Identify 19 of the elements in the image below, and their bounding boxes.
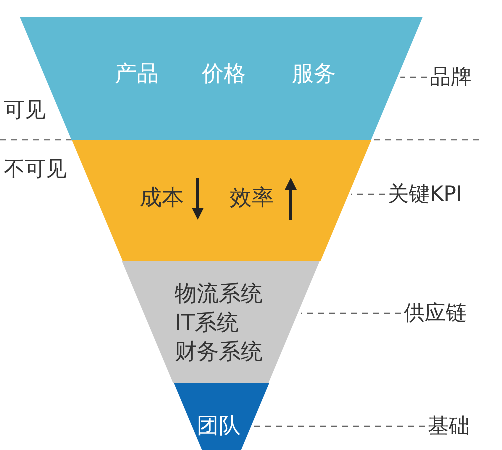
visibility-label: 不可见: [4, 159, 67, 180]
visibility-label: 可见: [4, 100, 46, 121]
side-label: 品牌: [430, 67, 472, 88]
leader-line: [400, 76, 427, 78]
band-text: IT系统: [174, 313, 239, 335]
leader-line: [301, 312, 401, 314]
band-text: 效率: [230, 188, 274, 210]
band-text: 价格: [202, 64, 246, 86]
side-label: 基础: [428, 416, 470, 437]
side-label: 关键KPI: [388, 184, 463, 205]
leader-line: [351, 194, 385, 196]
band-text: 服务: [292, 64, 336, 86]
side-label: 供应链: [404, 303, 467, 324]
leader-line: [254, 426, 425, 428]
band-text: 物流系统: [174, 284, 263, 306]
band-text: 产品: [115, 64, 159, 86]
band-text: 财务系统: [174, 342, 263, 364]
band-text: 成本: [140, 188, 184, 210]
band-text: 团队: [196, 416, 241, 438]
